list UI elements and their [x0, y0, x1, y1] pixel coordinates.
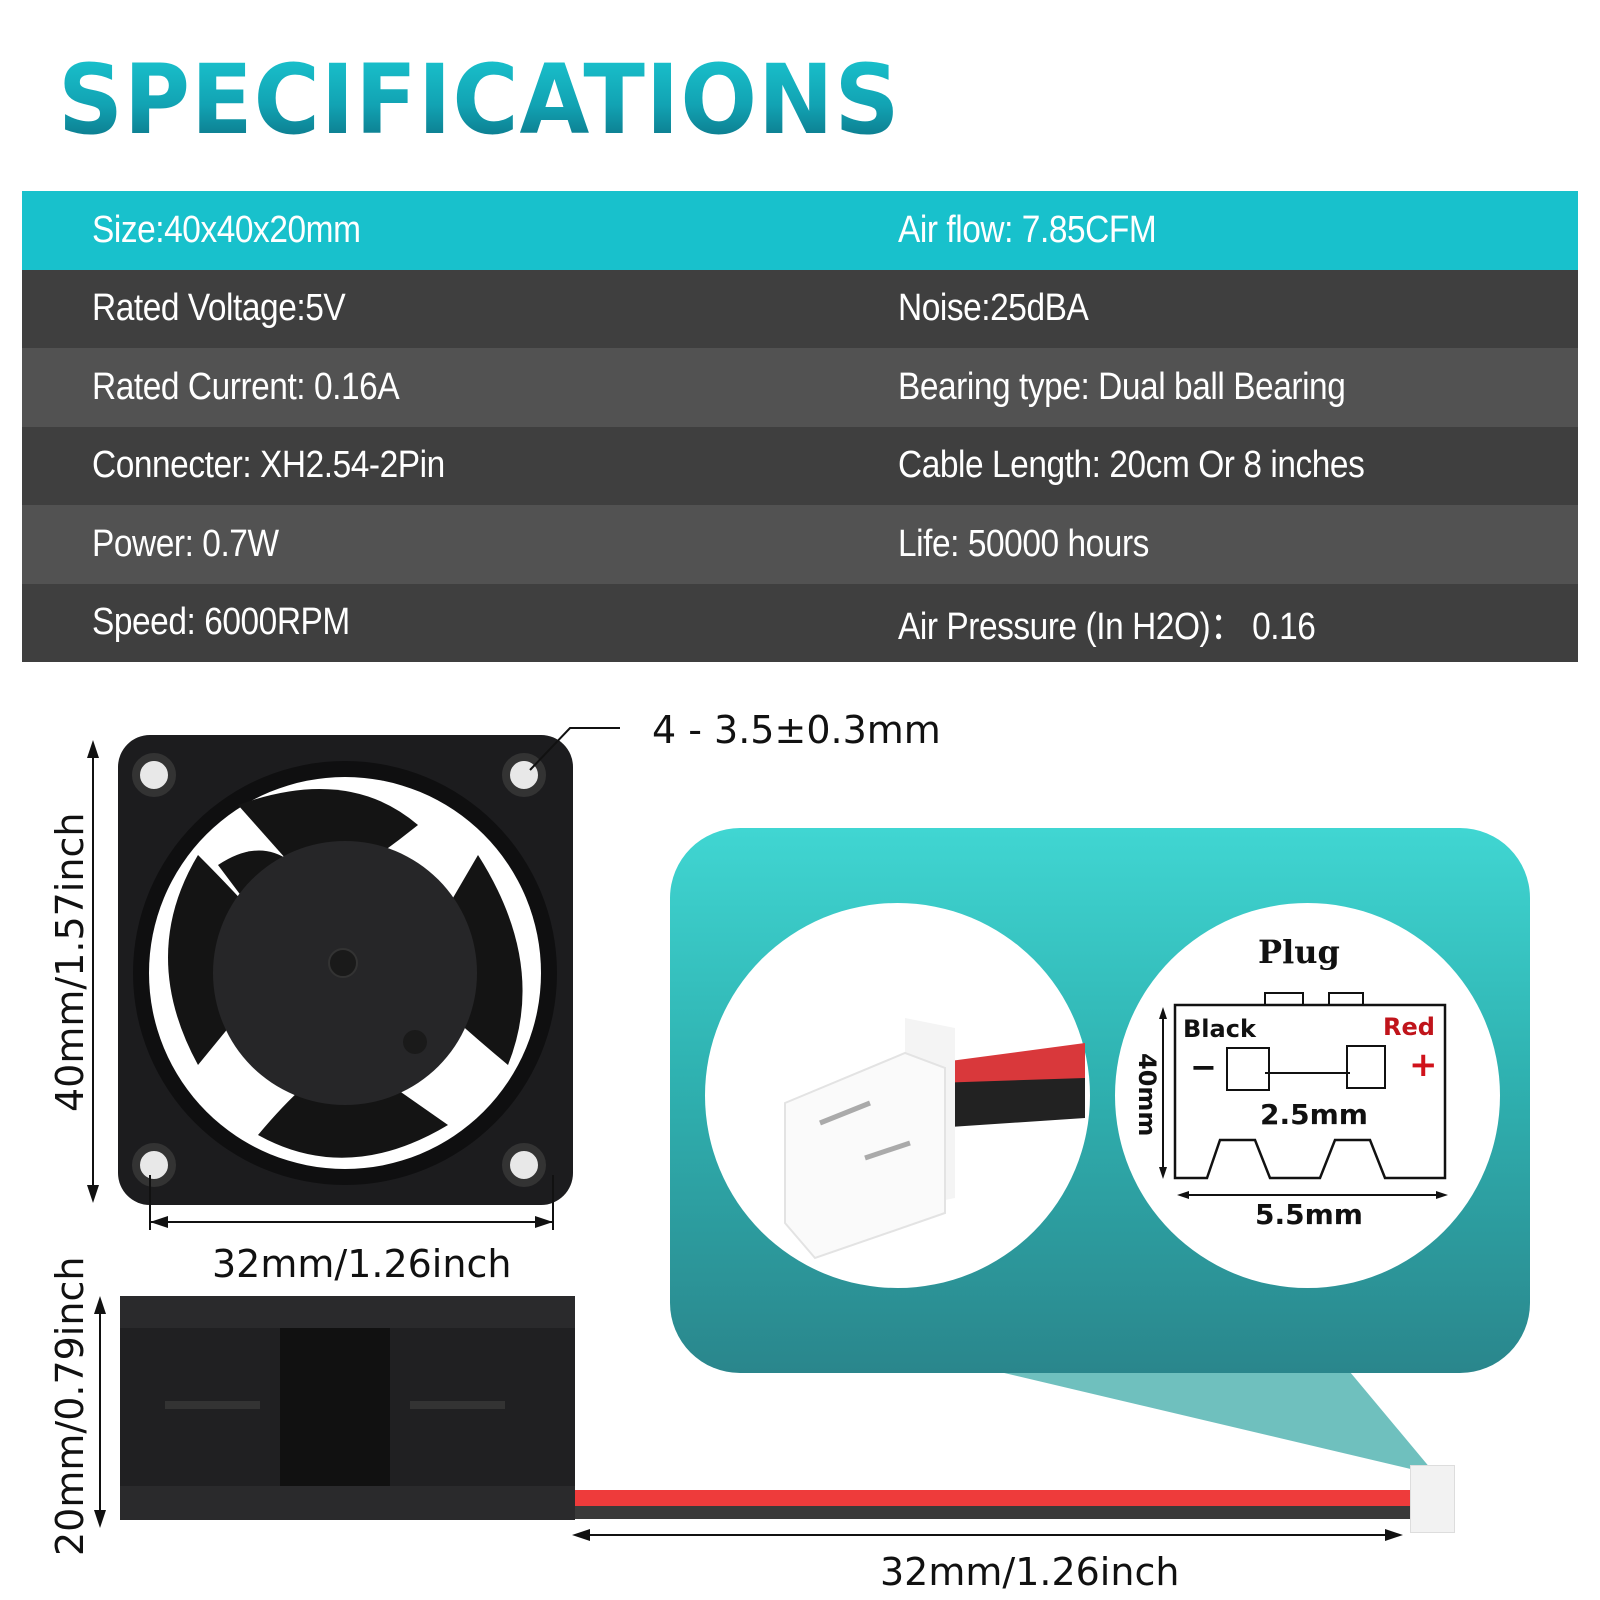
spec-bearing-type: Bearing type: Dual ball Bearing [898, 365, 1346, 408]
plug-height-label: 40mm [1133, 1053, 1161, 1137]
fan-front-view [118, 735, 573, 1205]
black-label: Black [1183, 1015, 1256, 1043]
connector-photo [705, 903, 1090, 1288]
front-height-label: 40mm/1.57inch [48, 812, 92, 1112]
spec-rated-current: Rated Current: 0.16A [92, 365, 400, 408]
red-label: Red [1383, 1013, 1435, 1041]
spec-life: Life: 50000 hours [898, 522, 1149, 565]
fan-side-view [120, 1296, 575, 1520]
front-width-label: 32mm/1.26inch [212, 1242, 512, 1286]
spec-size: Size:40x40x20mm [92, 208, 361, 251]
spec-row: Speed: 6000RPM Air Pressure (In H2O)： 0.… [22, 583, 1578, 662]
plug-width-label: 5.5mm [1255, 1198, 1363, 1231]
plug-title: Plug [1258, 933, 1340, 971]
cable-connector [1410, 1465, 1455, 1533]
fan-side-icon [120, 1296, 575, 1520]
spec-speed: Speed: 6000RPM [92, 601, 350, 644]
connector-icon [784, 1018, 1085, 1260]
spec-air-flow: Air flow: 7.85CFM [898, 208, 1157, 251]
spec-air-pressure: Air Pressure (In H2O)： 0.16 [898, 606, 1316, 649]
spec-noise: Noise:25dBA [898, 287, 1089, 330]
spec-power: Power: 0.7W [92, 522, 279, 565]
fan-icon [132, 753, 557, 1187]
red-wire [575, 1490, 1410, 1506]
connector-detail-panel: Plug Black Red − + 2.5mm 5.5mm 40mm [670, 828, 1530, 1373]
side-height-label: 20mm/0.79inch [48, 1256, 92, 1556]
plug-diagram: Plug Black Red − + 2.5mm 5.5mm 40mm [1115, 903, 1500, 1288]
spec-table: Size:40x40x20mm Air flow: 7.85CFM Rated … [22, 191, 1578, 662]
spec-row: Rated Voltage:5V Noise:25dBA [22, 269, 1578, 348]
plus-icon: + [1409, 1045, 1438, 1085]
plug-diagram-drawing [1159, 992, 1448, 1199]
spec-row: Connecter: XH2.54-2Pin Cable Length: 20c… [22, 426, 1578, 505]
minus-icon: − [1190, 1048, 1217, 1086]
spec-connector: Connecter: XH2.54-2Pin [92, 444, 445, 487]
page-title: SPECIFICATIONS [58, 44, 901, 156]
pin-pitch-label: 2.5mm [1260, 1098, 1368, 1131]
spec-row: Size:40x40x20mm Air flow: 7.85CFM [22, 191, 1578, 270]
spec-row: Rated Current: 0.16A Bearing type: Dual … [22, 348, 1578, 427]
cable-length-label: 32mm/1.26inch [880, 1550, 1180, 1594]
spec-row: Power: 0.7W Life: 50000 hours [22, 505, 1578, 584]
black-wire [575, 1506, 1410, 1519]
spec-rated-voltage: Rated Voltage:5V [92, 287, 346, 330]
mount-hole-label: 4 - 3.5±0.3mm [652, 708, 941, 752]
spec-cable-length: Cable Length: 20cm Or 8 inches [898, 444, 1365, 487]
